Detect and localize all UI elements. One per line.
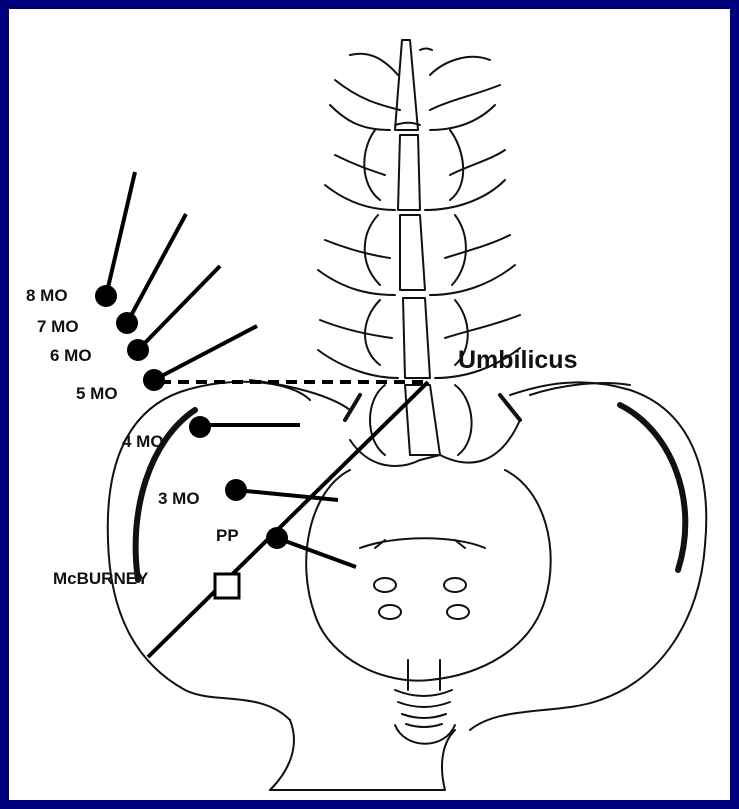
label-7mo: 7 MO bbox=[37, 318, 79, 335]
sacral-foramen bbox=[374, 578, 396, 592]
pp-marker bbox=[266, 527, 288, 549]
mo4-marker bbox=[189, 416, 211, 438]
label-6mo: 6 MO bbox=[50, 347, 92, 364]
mo7-pointer bbox=[127, 214, 186, 323]
mo5-marker bbox=[143, 369, 165, 391]
mcburney-marker bbox=[215, 574, 239, 598]
pp-pointer bbox=[277, 538, 356, 567]
sacral-foramen bbox=[444, 578, 466, 592]
anatomy-diagram bbox=[9, 9, 730, 800]
pelvis-outline bbox=[108, 382, 706, 790]
label-mcburney: McBURNEY bbox=[53, 570, 148, 587]
sacrum-body bbox=[360, 538, 485, 548]
mo5-pointer bbox=[154, 326, 257, 380]
mo7-marker bbox=[116, 312, 138, 334]
sacral-foramen bbox=[379, 605, 401, 619]
mo8-pointer bbox=[106, 172, 135, 296]
mo8-marker bbox=[95, 285, 117, 307]
lumbar-spine bbox=[250, 40, 630, 455]
sacral-foramen bbox=[447, 605, 469, 619]
mo6-marker bbox=[127, 339, 149, 361]
pelvic-inlet bbox=[306, 470, 551, 681]
right-iliac-inner bbox=[620, 405, 685, 570]
label-5mo: 5 MO bbox=[76, 385, 118, 402]
coccyx bbox=[395, 660, 452, 727]
label-4mo: 4 MO bbox=[122, 433, 164, 450]
label-umbilicus: Umbilicus bbox=[458, 348, 577, 373]
label-pp: PP bbox=[216, 527, 239, 544]
diagram-panel bbox=[9, 9, 730, 800]
mo3-marker bbox=[225, 479, 247, 501]
label-3mo: 3 MO bbox=[158, 490, 200, 507]
label-8mo: 8 MO bbox=[26, 287, 68, 304]
